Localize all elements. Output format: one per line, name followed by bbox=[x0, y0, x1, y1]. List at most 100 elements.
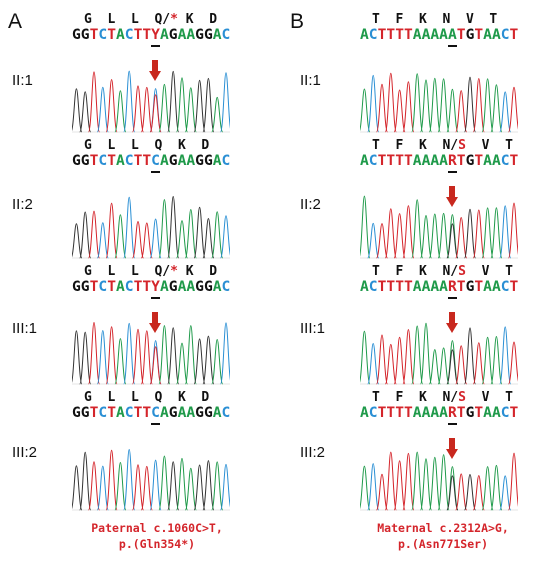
amino-acid-char bbox=[427, 12, 435, 27]
trace-peak bbox=[211, 211, 224, 259]
nucleotide: A bbox=[360, 152, 369, 169]
amino-acid-char bbox=[380, 138, 388, 153]
trace-peak bbox=[96, 86, 109, 133]
amino-acid-row-a-0: G L L Q/* K D bbox=[84, 12, 217, 27]
amino-acid-char bbox=[474, 138, 482, 153]
trace-peak bbox=[499, 91, 512, 133]
trace-peak bbox=[220, 463, 230, 511]
amino-acid-char: D bbox=[201, 138, 210, 153]
nucleotide: A bbox=[186, 404, 196, 421]
amino-acid-char: * bbox=[170, 12, 178, 27]
trace-peak bbox=[360, 330, 371, 385]
amino-acid-char: / bbox=[450, 264, 459, 279]
amino-acid-char bbox=[380, 264, 388, 279]
red-arrow-icon-b-3 bbox=[446, 438, 458, 460]
nucleotide: T bbox=[386, 404, 396, 421]
amino-acid-char: D bbox=[209, 12, 218, 27]
nucleotide: A bbox=[360, 26, 369, 43]
chromatogram-trace-a-2 bbox=[72, 321, 230, 385]
caption-paternal: Paternal c.1060C>T, p.(Gln354*) bbox=[52, 520, 262, 552]
nucleotide: A bbox=[491, 152, 501, 169]
variant-underline-a-1 bbox=[151, 171, 160, 173]
amino-acid-char bbox=[186, 138, 194, 153]
trace-peak bbox=[220, 72, 230, 133]
trace-peak bbox=[176, 220, 188, 259]
nucleotide: T bbox=[395, 26, 404, 43]
trace-peak bbox=[411, 73, 424, 133]
trace-peak bbox=[79, 91, 92, 133]
trace-peak bbox=[132, 85, 144, 133]
amino-acid-char: / bbox=[450, 390, 459, 405]
trace-peak bbox=[158, 83, 171, 133]
amino-acid-char: K bbox=[185, 12, 194, 27]
nucleotide: T bbox=[89, 26, 99, 43]
nucleotide: A bbox=[421, 152, 431, 169]
trace-peak bbox=[132, 328, 144, 385]
amino-acid-char bbox=[403, 264, 411, 279]
trace-peak bbox=[437, 78, 450, 133]
panel-letter-b: B bbox=[290, 10, 305, 33]
nucleotide: C bbox=[368, 278, 378, 295]
amino-acid-char bbox=[92, 12, 100, 27]
amino-acid-char: T bbox=[505, 138, 513, 153]
chromatogram-trace-b-0 bbox=[360, 72, 518, 133]
trace-peak bbox=[402, 452, 415, 511]
trace-peak bbox=[428, 349, 441, 385]
nucleotide: C bbox=[500, 404, 510, 421]
amino-acid-char bbox=[139, 390, 147, 405]
caption-paternal-line2: p.(Gln354*) bbox=[118, 537, 196, 551]
amino-acid-char bbox=[497, 390, 505, 405]
amino-acid-char: G bbox=[84, 12, 92, 27]
sample-label-a-ii1: II:1 bbox=[12, 72, 33, 89]
dna-sequence-b-3: ACTTTTAAAARTGTAACT bbox=[360, 404, 518, 421]
nucleotide: G bbox=[72, 404, 81, 421]
nucleotide: A bbox=[483, 278, 492, 295]
nucleotide: A bbox=[491, 26, 501, 43]
dna-sequence-a-3: GGTCTACTTCAGAAGGAC bbox=[72, 404, 230, 421]
trace-peak bbox=[411, 451, 424, 511]
dna-sequence-b-1: ACTTTTAAAARTGTAACT bbox=[360, 152, 518, 169]
nucleotide: A bbox=[430, 26, 440, 43]
amino-acid-char bbox=[458, 12, 466, 27]
amino-acid-char bbox=[186, 390, 194, 405]
trace-peak bbox=[437, 347, 450, 385]
nucleotide: A bbox=[439, 404, 448, 421]
nucleotide: T bbox=[386, 26, 396, 43]
trace-peak bbox=[508, 202, 518, 259]
nucleotide: C bbox=[221, 278, 231, 295]
trace-peak bbox=[367, 74, 380, 133]
amino-acid-row-a-2: G L L Q/* K D bbox=[84, 264, 217, 279]
trace-peak bbox=[193, 338, 206, 385]
trace-peak bbox=[402, 328, 415, 385]
trace-peak bbox=[132, 464, 144, 511]
amino-acid-char bbox=[466, 390, 474, 405]
nucleotide: G bbox=[465, 278, 475, 295]
trace-peak bbox=[88, 210, 100, 259]
trace-peak bbox=[123, 322, 136, 385]
amino-acid-char: D bbox=[201, 390, 210, 405]
trace-peak bbox=[446, 88, 459, 133]
nucleotide: T bbox=[377, 152, 387, 169]
nucleotide: C bbox=[221, 404, 231, 421]
trace-peak bbox=[123, 196, 136, 259]
nucleotide: T bbox=[107, 152, 116, 169]
trace-peak bbox=[167, 70, 180, 133]
nucleotide: G bbox=[195, 152, 204, 169]
trace-peak bbox=[184, 325, 197, 385]
trace-peak bbox=[72, 465, 83, 511]
amino-acid-char: K bbox=[418, 390, 427, 405]
trace-peak bbox=[393, 460, 406, 511]
amino-acid-char bbox=[115, 12, 123, 27]
nucleotide: C bbox=[500, 278, 510, 295]
trace-peak bbox=[464, 76, 476, 133]
nucleotide: A bbox=[439, 26, 448, 43]
amino-acid-char bbox=[123, 138, 131, 153]
trace-peak bbox=[455, 345, 468, 385]
dna-sequence-b-2: ACTTTTAAAARTGTAACT bbox=[360, 278, 518, 295]
nucleotide: G bbox=[203, 152, 213, 169]
nucleotide: G bbox=[168, 278, 178, 295]
trace-peak bbox=[428, 77, 441, 133]
nucleotide: T bbox=[509, 278, 519, 295]
trace-peak bbox=[384, 343, 397, 385]
trace-peak bbox=[420, 214, 432, 259]
